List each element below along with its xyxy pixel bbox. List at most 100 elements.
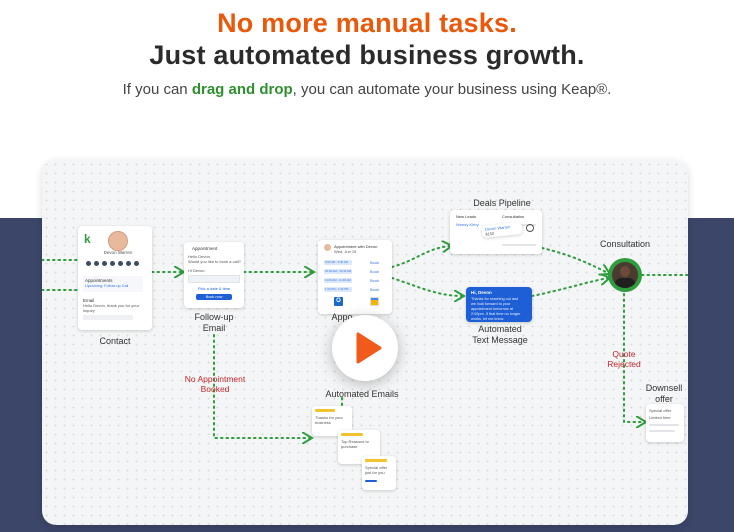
contact-action-icons — [86, 261, 139, 266]
contact-card[interactable]: k Devon Warren Appointments Upcoming: Fo… — [78, 226, 152, 330]
node-label-followup-line1: Follow-up — [194, 312, 234, 322]
downsell-bar-2 — [649, 430, 675, 432]
pipeline-col-new-leads: New Leads — [456, 214, 477, 219]
slot-2-text: 10:00 AM - 10:30 AM — [325, 269, 352, 273]
auto-email-3-header — [365, 459, 387, 462]
appointments-title: Appointments — [85, 278, 113, 283]
node-label-followup-line2: Email — [202, 323, 226, 333]
auto-email-1-header — [315, 409, 335, 412]
node-label-downsell-2: offer — [655, 394, 673, 404]
auto-email-1-text: Thanks for your business — [315, 415, 343, 425]
connector-pipeline-consultation — [541, 247, 608, 273]
node-label-automated-text-1: Automated — [478, 324, 522, 334]
workflow-canvas: k Devon Warren Appointments Upcoming: Fo… — [42, 160, 688, 525]
google-calendar-icon — [370, 297, 379, 306]
email-section-line: Hello Devon, thank you for your inquiry — [83, 303, 140, 313]
followup-link[interactable]: Pick a date & time — [198, 286, 231, 291]
contact-email-section: Email Hello Devon, thank you for your in… — [83, 298, 143, 320]
slot-1-text: 9:00 AM - 9:30 AM — [325, 260, 349, 264]
appointment-subtitle: Wed, Jun 15 — [334, 249, 357, 254]
subheadline: If you can drag and drop, you can automa… — [0, 81, 734, 98]
node-label-consultation: Consultation — [599, 239, 651, 249]
auto-email-3-text: Special offer just for you — [365, 465, 388, 475]
followup-email-card[interactable]: Appointment Hello Devon, Would you like … — [184, 242, 244, 308]
node-label-automated-emails: Automated Emails — [325, 389, 399, 399]
branch-label-no-appointment: No Appointment — [184, 374, 246, 384]
appointment-slot-1[interactable]: 9:00 AM - 9:30 AM — [324, 260, 352, 265]
avatar-face — [620, 266, 630, 277]
branch-label-quote: Quote — [612, 349, 636, 359]
pipeline-bar-2 — [502, 244, 536, 246]
text-message-body: Thanks for reaching out and we look forw… — [471, 297, 521, 321]
headline-primary: No more manual tasks. — [217, 8, 517, 38]
email-icon[interactable] — [94, 261, 99, 266]
text-icon[interactable] — [102, 261, 107, 266]
appointment-action-3[interactable]: Book — [370, 278, 380, 283]
followup-field — [188, 275, 240, 283]
auto-email-3-bar — [365, 480, 377, 482]
auto-email-card-3[interactable]: Special offer just for you — [362, 456, 396, 490]
appointment-slot-4[interactable]: 1:00 PM - 1:30 PM — [324, 287, 352, 292]
followup-line3: Hi Devon, — [188, 268, 206, 273]
pipeline-chip-2-sub: $150 — [485, 230, 495, 237]
contact-name: Devon Warren — [103, 250, 133, 255]
node-label-downsell-1: Downsell — [645, 383, 683, 393]
connector-followup-down — [213, 334, 310, 438]
connector-appointment-pipeline — [391, 246, 450, 268]
followup-line2: Would you like to book a call? — [188, 259, 241, 264]
appointment-avatar — [324, 244, 331, 251]
node-label-contact: Contact — [99, 336, 131, 346]
google-calendar-icon-top — [371, 298, 378, 300]
text-message-card[interactable]: Hi, Devon Thanks for reaching out and we… — [466, 287, 532, 322]
downsell-line2: Limited time — [649, 415, 671, 420]
auto-email-2-header — [341, 433, 363, 436]
note-icon[interactable] — [110, 261, 115, 266]
appointment-title: Appointment with Devon — [334, 244, 378, 249]
contact-avatar — [108, 231, 128, 251]
outlook-icon: O — [334, 297, 343, 306]
branch-label-rejected: Rejected — [607, 359, 641, 369]
appointment-card[interactable]: Appointment with Devon Wed, Jun 15 9:00 … — [318, 240, 392, 314]
connector-appointment-text — [391, 277, 462, 296]
email-section-title: Email — [83, 298, 95, 303]
more-icon[interactable] — [134, 261, 139, 266]
node-label-automated-text-2: Text Message — [472, 335, 528, 345]
book-now-button[interactable]: Book now — [196, 294, 232, 300]
appointment-action-2[interactable]: Book — [370, 269, 380, 274]
text-message-sender: Hi, Devon — [471, 290, 492, 295]
contact-appointments: Appointments Upcoming: Follow-up Call — [83, 276, 143, 292]
pipeline-cursor-icon — [526, 224, 534, 232]
email-section-line2 — [83, 315, 133, 320]
followup-line1: Hello Devon, — [188, 254, 211, 259]
connector-consultation-down — [623, 293, 644, 422]
calendar-icon[interactable] — [126, 261, 131, 266]
avatar-shirt — [615, 278, 635, 288]
slot-4-text: 1:00 PM - 1:30 PM — [325, 287, 349, 291]
call-icon[interactable] — [86, 261, 91, 266]
video-play-button[interactable] — [332, 315, 398, 381]
subline-post: , you can automate your business using K… — [292, 81, 612, 98]
connector-text-consultation — [531, 278, 608, 297]
appointment-slot-2[interactable]: 10:00 AM - 10:30 AM — [324, 269, 352, 274]
appointments-link[interactable]: Upcoming: Follow-up Call — [85, 284, 129, 288]
pipeline-chip-1[interactable]: Wendy Kirby — [456, 222, 479, 227]
pipeline-col-consultation: Consultation — [502, 214, 525, 219]
downsell-bar-1 — [649, 424, 679, 426]
appointment-action-4[interactable]: Book — [370, 287, 380, 292]
followup-title: Appointment — [192, 246, 218, 251]
node-label-appointment: Appo — [331, 312, 353, 322]
keap-logo: k — [84, 232, 91, 246]
downsell-card[interactable]: Special offer Limited time — [646, 404, 684, 442]
consultation-avatar[interactable] — [612, 262, 638, 288]
play-icon — [356, 332, 382, 364]
appointment-slot-3[interactable]: 11:00 AM - 11:30 AM — [324, 278, 352, 283]
google-calendar-icon-mid — [371, 300, 378, 305]
headline-secondary: Just automated business growth. — [149, 40, 585, 70]
auto-email-2-text: Top Reasons to purchase — [341, 439, 369, 449]
node-label-deals-pipeline: Deals Pipeline — [473, 198, 531, 208]
slot-3-text: 11:00 AM - 11:30 AM — [325, 278, 351, 282]
appointment-action-1[interactable]: Book — [370, 260, 380, 265]
task-icon[interactable] — [118, 261, 123, 266]
downsell-line1: Special offer — [649, 408, 672, 413]
subline-pre: If you can — [122, 81, 192, 98]
